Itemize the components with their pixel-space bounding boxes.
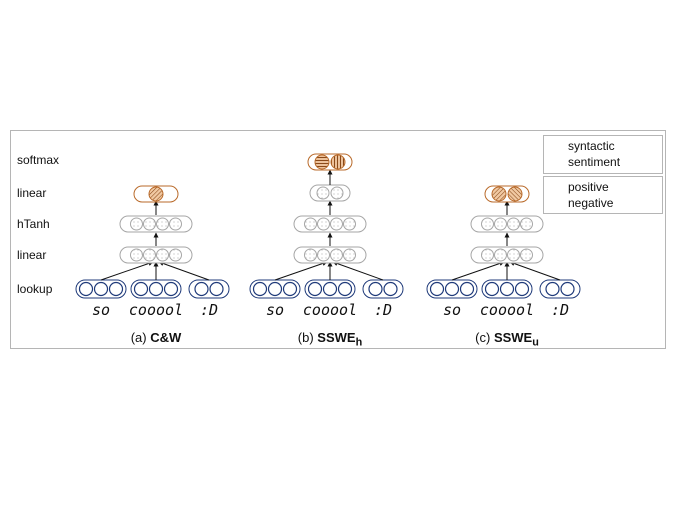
lookup-unit-c-2-1 [560,281,575,297]
word-cooool-b: cooool [302,301,358,319]
lookup-unit-a-1-0 [133,281,149,297]
lookup-unit-b-2-1 [383,281,398,297]
lookup-unit-b-1-2 [337,281,353,297]
lookup-unit-a-2-0 [194,281,209,297]
hidden-unit-c-1-0 [481,217,494,231]
hidden-unit-c-1-2 [507,217,520,231]
lookup-unit-c-1-1 [499,281,515,297]
arrow-lookup-right-b [332,261,384,281]
arrow-lookup-right-a [158,261,210,281]
arrow-lookup-left-b [274,261,328,281]
caption-b-label: (b) [297,330,314,345]
lookup-unit-c-0-1 [444,281,460,297]
word-cooool-c: cooool [479,301,535,319]
lookup-unit-a-0-0 [78,281,94,297]
lookup-unit-c-0-0 [429,281,445,297]
caption-c-subscript: u [532,336,539,349]
lookup-unit-b-1-0 [307,281,323,297]
lookup-unit-a-0-1 [93,281,109,297]
lookup-unit-a-1-1 [148,281,164,297]
lookup-unit-b-2-0 [368,281,383,297]
lookup-unit-c-2-0 [545,281,560,297]
linear-capsule-b [309,184,351,202]
lookup-unit-b-0-0 [252,281,268,297]
layer-label-htanh: hTanh [17,217,50,231]
caption-c-name: SSWE [493,330,533,345]
lookup-unit-a-1-2 [163,281,179,297]
hidden-unit-a-1-0 [130,217,143,231]
arrow-lookup-left-c [451,261,505,281]
word-d-c: :D [550,301,570,319]
layer-label-linear-hidden: linear [17,248,47,262]
hidden-unit-a-0-2 [156,248,169,262]
lookup-unit-a-2-1 [209,281,224,297]
caption-a-name: C&W [150,330,182,345]
hidden-unit-b-0-1 [317,248,330,262]
word-so-a: so [91,301,111,319]
lookup-unit-a-0-2 [108,281,124,297]
hidden-unit-b-1-2 [330,217,343,231]
legend-text-syntactic: syntactic [568,139,615,153]
lookup-unit-c-0-2 [459,281,475,297]
hidden-unit-c-1-1 [494,217,507,231]
caption-c: (c) SSWEu [475,330,539,349]
hidden-unit-c-0-1 [494,248,507,262]
layer-label-lookup: lookup [17,282,53,296]
layer-label-linear-output: linear [17,186,47,200]
word-so-b: so [265,301,285,319]
word-cooool-a: cooool [128,301,184,319]
legend-text-sentiment: sentiment [568,155,621,169]
panel-c [426,185,581,299]
figure-frame [10,130,666,349]
hidden-unit-b-1-1 [317,217,330,231]
hidden-unit-b-0-0 [304,248,317,262]
lookup-unit-b-1-1 [322,281,338,297]
hidden-unit-a-0-3 [169,248,182,262]
lookup-unit-c-1-2 [514,281,530,297]
word-so-c: so [442,301,462,319]
hidden-unit-c-1-3 [520,217,533,231]
output-unit-c-1 [507,186,523,202]
panel-b [249,153,404,299]
hidden-unit-a-0-1 [143,248,156,262]
softmax-unit-b-1 [330,154,346,170]
lookup-unit-b-0-1 [267,281,283,297]
hidden-unit-a-1-2 [156,217,169,231]
output-unit-c-0 [491,186,507,202]
layer-label-softmax: softmax [17,153,60,167]
softmax-unit-b-0 [314,154,330,170]
hidden-unit-c-0-2 [507,248,520,262]
legend-text-positive: positive [568,180,609,194]
hidden-unit-b-1-0 [304,217,317,231]
arrow-lookup-right-c [509,261,561,281]
lookup-unit-b-0-2 [282,281,298,297]
caption-c-label: (c) [475,330,491,345]
linear-unit-b-0 [316,186,330,200]
hidden-unit-b-0-2 [330,248,343,262]
caption-a-label: (a) [130,330,147,345]
hidden-unit-b-0-3 [343,248,356,262]
caption-b: (b) SSWEh [298,330,362,349]
legend-text-negative: negative [568,196,614,210]
hidden-unit-b-1-3 [343,217,356,231]
lookup-unit-c-1-0 [484,281,500,297]
output-unit-a-0 [148,186,164,202]
legend-box-output-types [543,135,663,174]
caption-a: (a) C&W [131,330,182,345]
hidden-unit-a-1-1 [143,217,156,231]
hidden-unit-c-0-0 [481,248,494,262]
word-d-a: :D [199,301,219,319]
word-d-b: :D [373,301,393,319]
caption-b-subscript: h [355,336,363,349]
caption-b-name: SSWE [317,330,356,345]
hidden-unit-a-0-0 [130,248,143,262]
panel-a [75,185,230,299]
linear-unit-b-1 [330,186,344,200]
hidden-unit-c-0-3 [520,248,533,262]
arrow-lookup-left-a [100,261,154,281]
hidden-unit-a-1-3 [169,217,182,231]
legend-box-polarity [543,176,663,214]
